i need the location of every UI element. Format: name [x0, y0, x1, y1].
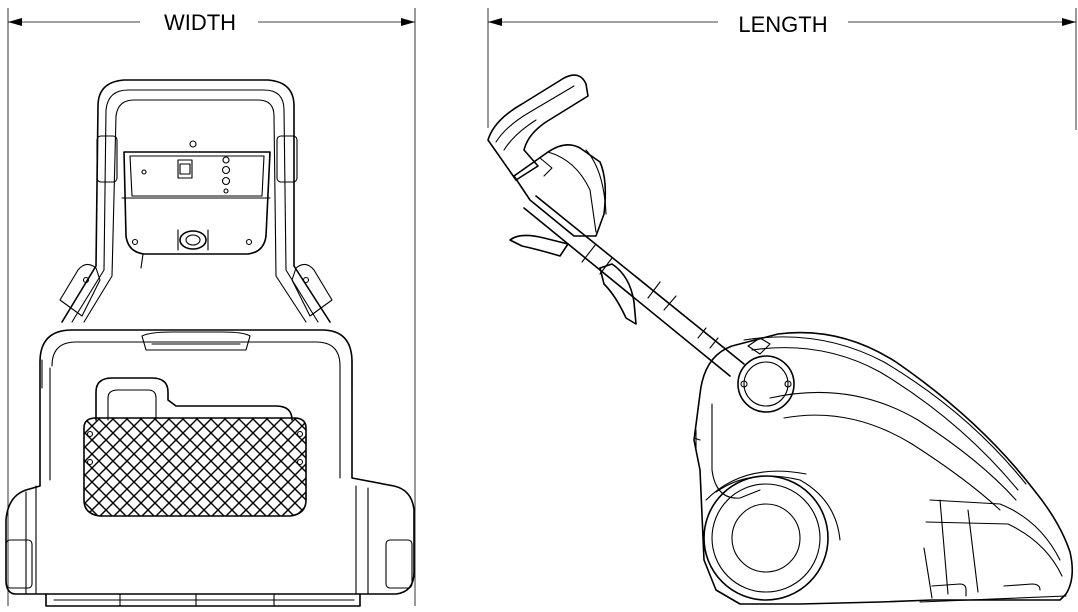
mesh-strand — [84, 418, 115, 516]
mesh-strand — [293, 418, 306, 516]
mesh-strand — [378, 418, 478, 518]
length-label: LENGTH — [738, 12, 827, 37]
mesh-strand — [336, 418, 436, 518]
mesh-strand — [392, 418, 492, 518]
width-label: WIDTH — [164, 10, 236, 35]
mesh-strand — [223, 418, 306, 516]
mesh-strand — [378, 418, 478, 518]
side-handle-tube — [523, 195, 745, 377]
mesh-strand — [350, 418, 450, 518]
mesh-strand — [153, 418, 255, 516]
length-dimension: LENGTH — [487, 8, 1077, 130]
mesh-strand — [0, 418, 44, 518]
mesh-strand — [322, 418, 422, 518]
mesh-strand — [84, 418, 185, 516]
front-view-machine — [0, 79, 520, 607]
mesh-strand — [84, 418, 129, 516]
side-body — [693, 331, 1074, 605]
mesh-strand — [308, 418, 408, 518]
mesh-strand — [420, 418, 520, 518]
front-control-panel — [121, 140, 271, 269]
mesh-strand — [84, 418, 87, 516]
mesh-strand — [0, 418, 44, 518]
mesh-strand — [350, 418, 450, 518]
mesh-strand — [308, 418, 408, 518]
mesh-strand — [97, 418, 199, 516]
mesh-strand — [84, 418, 157, 516]
mesh-strand — [139, 418, 241, 516]
mesh-strand — [167, 418, 269, 516]
mesh-strand — [293, 418, 306, 516]
mesh-strand — [0, 418, 58, 518]
mesh-strand — [84, 418, 115, 516]
mesh-strand — [322, 418, 422, 518]
mesh-strand — [420, 418, 520, 518]
mesh-strand — [84, 418, 87, 516]
mesh-strand — [84, 418, 171, 516]
mesh-strand — [0, 418, 58, 518]
mesh-strand — [209, 418, 306, 516]
mesh-strand — [279, 418, 306, 516]
mesh-strand — [84, 418, 129, 516]
mesh-strand — [251, 418, 306, 516]
mesh-strand — [195, 418, 297, 516]
mesh-strand — [265, 418, 306, 516]
mesh-strand — [364, 418, 464, 518]
side-handle-hub — [737, 355, 795, 413]
mesh-strand — [84, 418, 143, 516]
front-mesh-pattern — [0, 418, 520, 518]
side-lever-upper — [509, 234, 569, 257]
mesh-strand — [279, 418, 306, 516]
front-body — [0, 329, 520, 607]
mesh-strand — [392, 418, 492, 518]
mesh-strand — [406, 418, 506, 518]
mesh-strand — [265, 418, 306, 516]
mesh-strand — [111, 418, 213, 516]
width-dimension: WIDTH — [7, 8, 416, 606]
mesh-strand — [364, 418, 464, 518]
front-handle — [59, 79, 333, 323]
side-view-machine — [487, 74, 1074, 605]
mesh-strand — [336, 418, 436, 518]
mesh-strand — [237, 418, 306, 516]
mesh-strand — [125, 418, 227, 516]
side-wheel — [703, 475, 829, 601]
side-handle-grip — [487, 74, 637, 325]
mesh-strand — [181, 418, 283, 516]
mesh-strand — [406, 418, 506, 518]
side-lever-lower — [599, 263, 637, 325]
